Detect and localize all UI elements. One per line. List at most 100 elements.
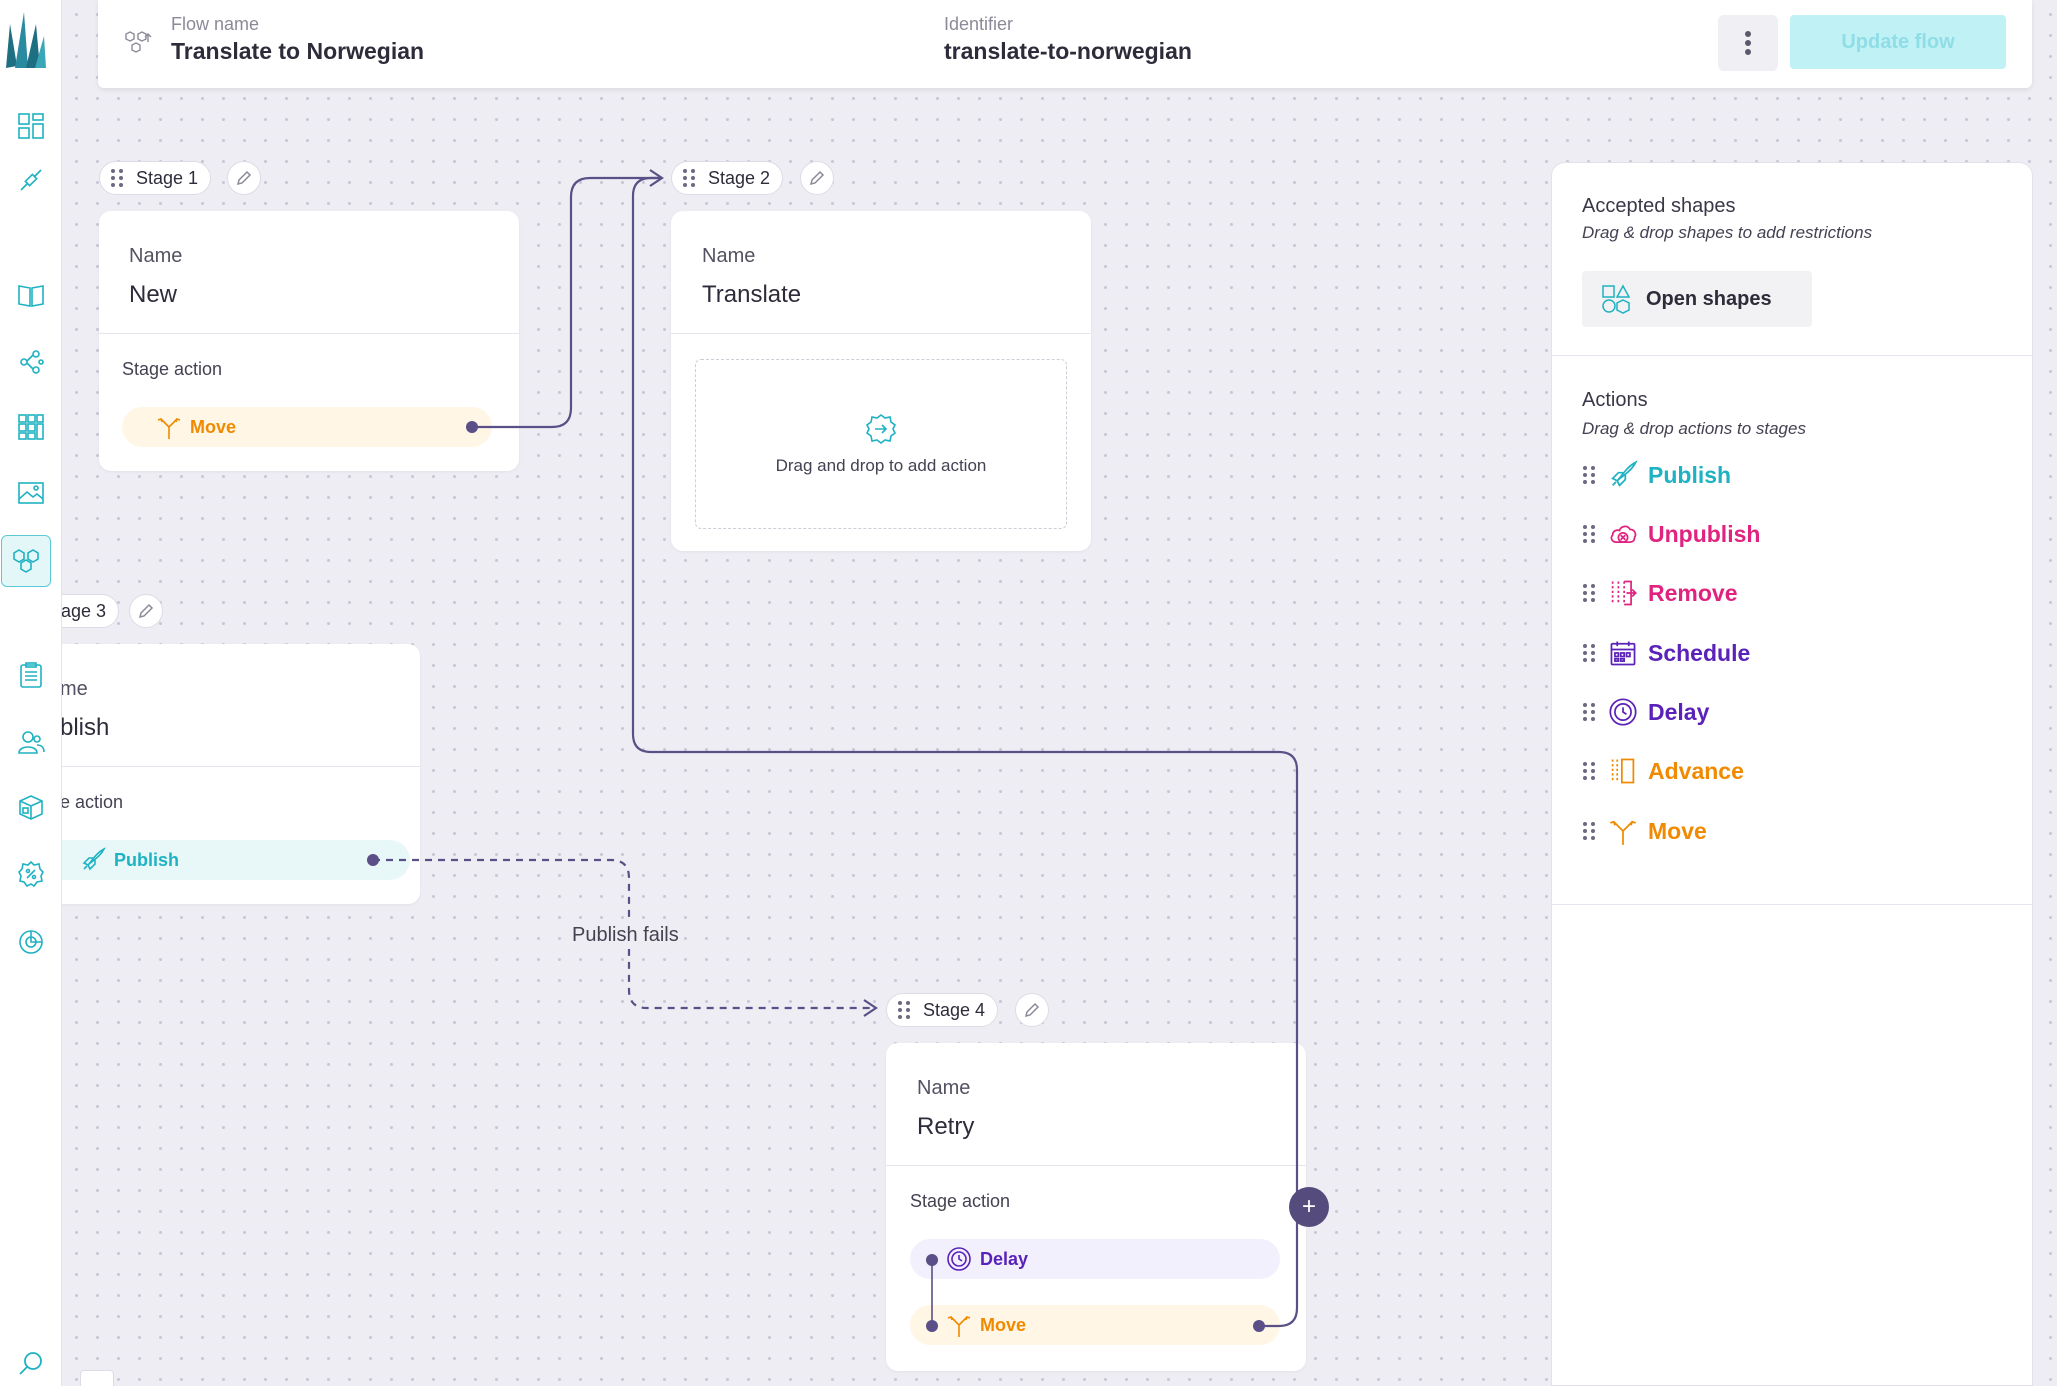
stage-name-value[interactable]: New [129, 281, 178, 308]
stage-2-edit-button[interactable] [800, 161, 834, 195]
integration-icon[interactable] [9, 158, 53, 202]
stage-4-label: Stage 4 [923, 999, 986, 1020]
action-label: Delay [980, 1248, 1029, 1269]
book-icon[interactable] [9, 273, 53, 317]
search-icon[interactable] [9, 1342, 53, 1386]
stage-action-label: e action [60, 792, 124, 812]
graph-icon[interactable] [9, 340, 53, 384]
stage-2-card[interactable]: Name Translate Drag and drop to add acti… [671, 211, 1091, 551]
divider [20, 766, 420, 767]
actions-title: Actions [1582, 389, 1648, 411]
stage-name-value[interactable]: blish [60, 714, 110, 741]
sidebar [0, 0, 62, 1386]
advance-icon [1611, 758, 1635, 784]
move-connector-dot-left[interactable] [926, 1320, 938, 1332]
publish-action[interactable]: Publish [40, 840, 410, 880]
flow-name-label: Flow name [171, 14, 260, 34]
action-label: Advance [1648, 757, 1744, 784]
drag-handle-icon[interactable] [1582, 465, 1596, 485]
stage-name-value[interactable]: Retry [917, 1113, 975, 1140]
add-action-icon [865, 414, 897, 444]
flows-icon[interactable] [1, 535, 51, 587]
clock-icon [1609, 698, 1637, 726]
flow-header: Flow name Translate to Norwegian Identif… [98, 0, 2032, 88]
flow-name-value[interactable]: Translate to Norwegian [171, 38, 425, 64]
drag-handle-icon[interactable] [682, 168, 696, 188]
box-icon[interactable] [9, 785, 53, 829]
rocket-icon [82, 847, 106, 871]
drop-zone-text: Drag and drop to add action [775, 456, 987, 475]
identifier-label: Identifier [944, 14, 1014, 34]
update-flow-button[interactable]: Update flow [1790, 15, 2006, 69]
palette-unpublish[interactable]: Unpublish [1582, 514, 1760, 554]
logo-icon[interactable] [2, 6, 48, 72]
zoom-control[interactable] [80, 1370, 114, 1386]
stage-2-pill[interactable]: Stage 2 [671, 161, 784, 195]
divider [671, 333, 1091, 334]
calendar-icon [1610, 641, 1636, 666]
more-options-button[interactable] [1718, 15, 1778, 71]
action-drop-zone[interactable]: Drag and drop to add action [695, 359, 1067, 529]
drag-handle-icon[interactable] [1582, 821, 1596, 841]
palette-delay[interactable]: Delay [1582, 692, 1709, 732]
add-action-button[interactable]: + [1289, 1187, 1329, 1227]
action-label: Remove [1648, 579, 1738, 606]
stage-3-edit-button[interactable] [129, 594, 163, 628]
action-label: Publish [114, 849, 180, 870]
actions-subtitle: Drag & drop actions to stages [1582, 419, 1806, 438]
drag-handle-icon[interactable] [1582, 524, 1596, 544]
accepted-shapes-title: Accepted shapes [1582, 195, 1736, 217]
settings-icon[interactable] [9, 852, 53, 896]
drag-handle-icon[interactable] [1582, 643, 1596, 663]
stage-name-label: Name [702, 245, 756, 267]
action-label: Move [1648, 817, 1707, 844]
stage-name-label: Name [917, 1077, 971, 1099]
open-shapes-button[interactable]: Open shapes [1582, 271, 1812, 327]
pencil-icon [138, 603, 154, 619]
clipboard-icon[interactable] [9, 653, 53, 697]
move-action[interactable]: Move [910, 1305, 1280, 1345]
move-action[interactable]: Move [122, 407, 492, 447]
drag-handle-icon[interactable] [1582, 761, 1596, 781]
stage-name-label: Name [129, 245, 183, 267]
stage-1-label: Stage 1 [136, 167, 199, 188]
stage-action-label: Stage action [122, 359, 223, 379]
drag-handle-icon[interactable] [897, 1000, 911, 1020]
stage-1-edit-button[interactable] [227, 161, 261, 195]
rocket-icon [1611, 460, 1638, 487]
drag-handle-icon[interactable] [110, 168, 124, 188]
grid-icon[interactable] [9, 405, 53, 449]
drag-handle-icon[interactable] [1582, 583, 1596, 603]
analytics-icon[interactable] [9, 919, 53, 963]
publish-fails-label: Publish fails [570, 922, 681, 949]
palette-move[interactable]: Move [1582, 811, 1707, 851]
cloud-x-icon [1610, 525, 1637, 543]
stage-4-connector-dot[interactable] [1253, 1320, 1265, 1332]
stage-3-connector-dot[interactable] [367, 854, 379, 866]
shapes-icon [1602, 284, 1631, 314]
stage-4-card[interactable]: Name Retry Stage action Delay Move [886, 1043, 1306, 1371]
stage-4-pill[interactable]: Stage 4 [886, 993, 999, 1027]
palette-advance[interactable]: Advance [1582, 751, 1744, 791]
pencil-icon [1024, 1002, 1040, 1018]
palette-remove[interactable]: Remove [1582, 573, 1737, 613]
divider [1552, 904, 2032, 905]
identifier-value[interactable]: translate-to-norwegian [944, 38, 1192, 64]
flows-icon [125, 31, 152, 53]
dashboard-icon[interactable] [9, 104, 53, 148]
stage-4-edit-button[interactable] [1015, 993, 1049, 1027]
drag-handle-icon[interactable] [1582, 702, 1596, 722]
users-icon[interactable] [9, 720, 53, 764]
stage-1-pill[interactable]: Stage 1 [99, 161, 212, 195]
open-shapes-label: Open shapes [1646, 287, 1772, 310]
stage-3-card[interactable]: me blish e action Publish [20, 644, 420, 904]
delay-connector-dot[interactable] [926, 1254, 938, 1266]
stage-name-value[interactable]: Translate [702, 281, 802, 308]
action-label: Schedule [1648, 639, 1751, 666]
image-icon[interactable] [9, 471, 53, 515]
palette-publish[interactable]: Publish [1582, 455, 1731, 495]
delay-action[interactable]: Delay [910, 1239, 1280, 1279]
stage-1-connector-dot[interactable] [466, 421, 478, 433]
palette-schedule[interactable]: Schedule [1582, 633, 1750, 673]
stage-1-card[interactable]: Name New Stage action Move [99, 211, 519, 471]
